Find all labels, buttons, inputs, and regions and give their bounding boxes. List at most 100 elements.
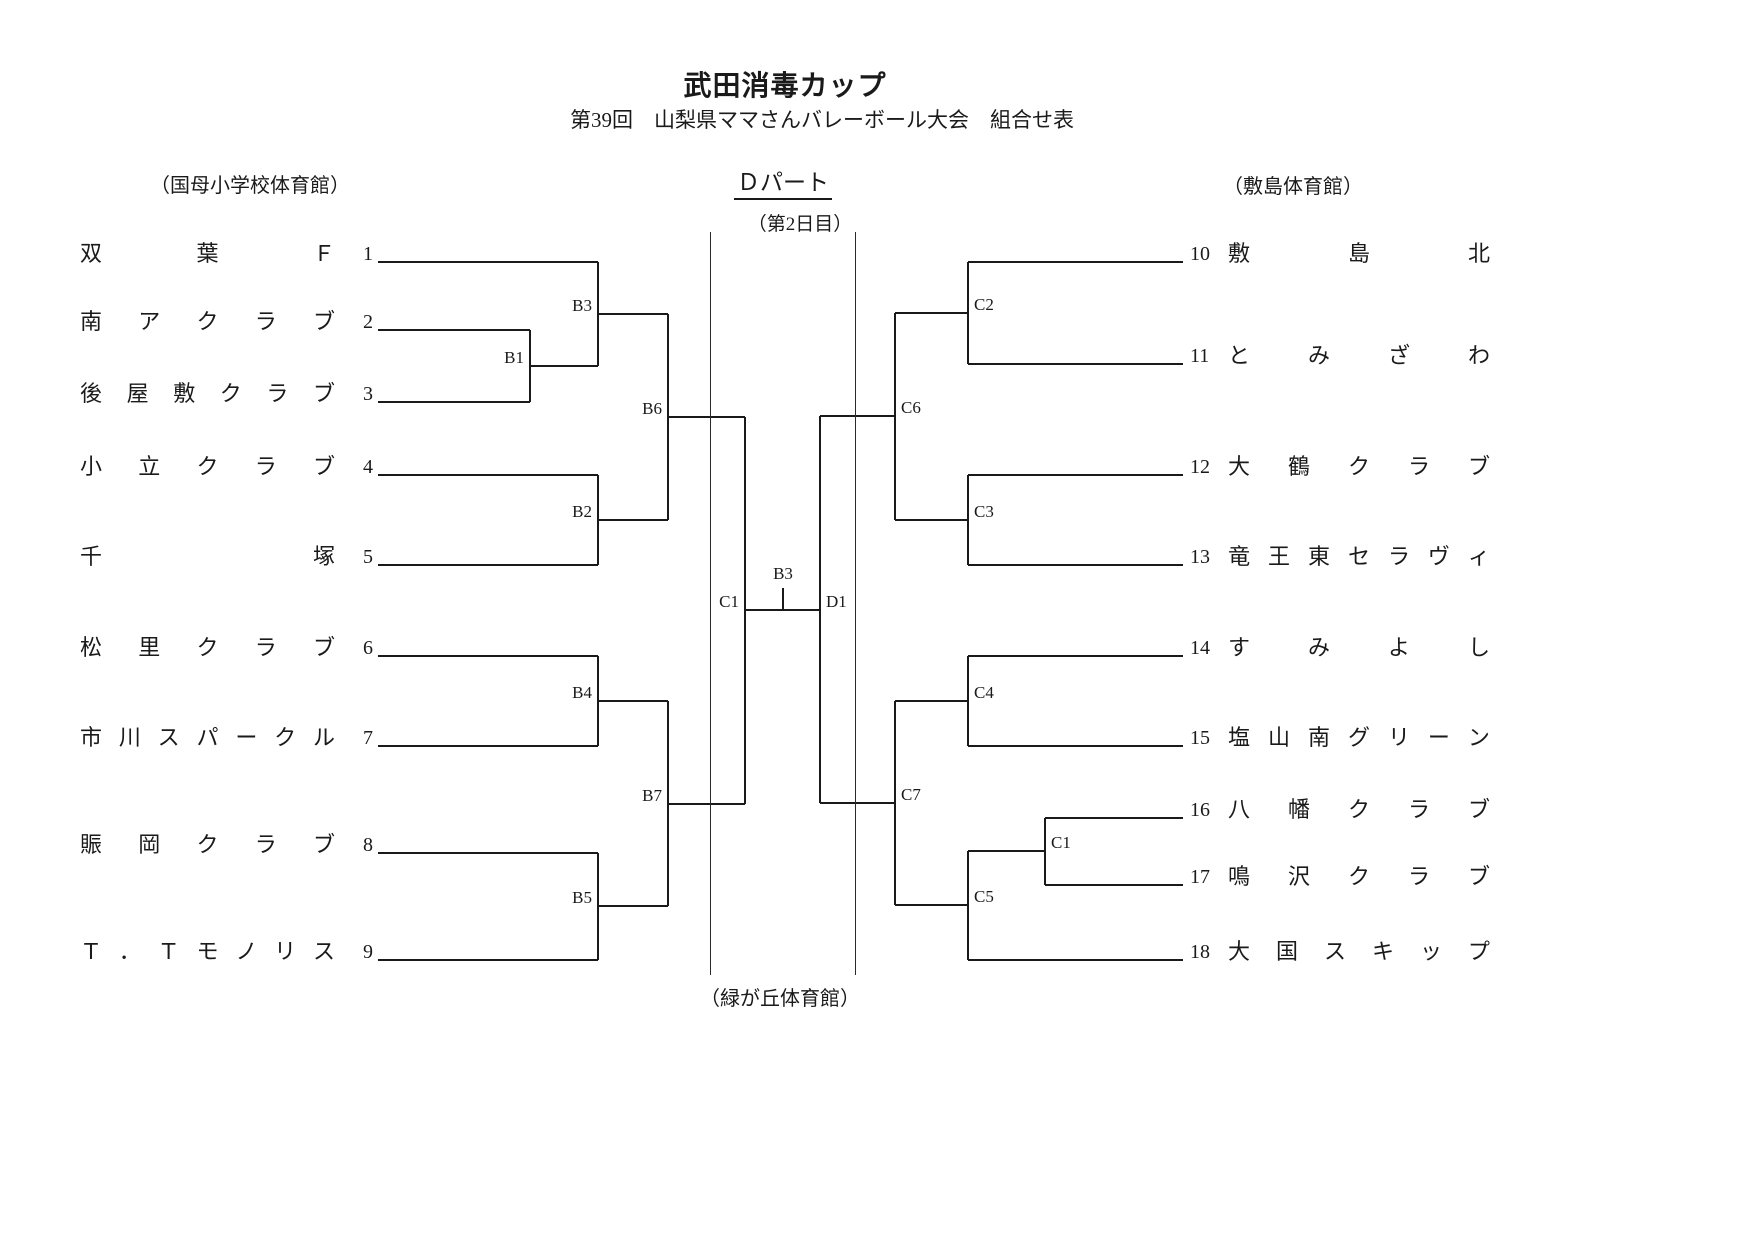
- bracket-line: [710, 232, 711, 975]
- match-code-b3: B3: [572, 296, 592, 315]
- bracket-line: [668, 416, 745, 418]
- team-name-char: ラ: [266, 381, 289, 406]
- match-code-b1: B1: [504, 348, 524, 367]
- team-name-char: モ: [196, 939, 219, 964]
- team-name-char: Ｔ: [157, 939, 180, 964]
- team-name-char: 塩: [1228, 725, 1251, 750]
- team-name-char: ク: [196, 309, 219, 334]
- team-name-char: 島: [1347, 241, 1370, 266]
- team-name-char: ブ: [312, 381, 335, 406]
- team-seed: 3: [363, 383, 373, 405]
- team-name-char: 北: [1467, 241, 1490, 266]
- team-seed: 17: [1190, 866, 1210, 888]
- bracket-line: [530, 365, 598, 367]
- bracket-line: [819, 416, 821, 803]
- team-name: とみざわ: [1228, 342, 1490, 370]
- bracket-line: [745, 609, 820, 611]
- bracket-line: [598, 313, 668, 315]
- team-seed: 11: [1190, 345, 1210, 367]
- bracket-line: [895, 519, 968, 521]
- team-name-char: 葉: [196, 241, 219, 266]
- team-name-char: 川: [118, 725, 141, 750]
- match-code-c5: C5: [974, 887, 994, 906]
- team-name-char: ラ: [254, 454, 277, 479]
- team-name-char: ー: [1427, 725, 1450, 750]
- bracket-line: [855, 232, 856, 975]
- team-name-char: 岡: [138, 832, 161, 857]
- team-name-char: ス: [157, 725, 180, 750]
- team-seed: 2: [363, 311, 373, 333]
- bracket-line: [1045, 884, 1183, 886]
- match-code-b5: B5: [572, 888, 592, 907]
- team-seed: 12: [1190, 456, 1210, 478]
- team-name-char: リ: [274, 939, 297, 964]
- bracket-line: [968, 474, 1183, 476]
- team-name-char: ラ: [254, 832, 277, 857]
- team-name-char: よ: [1387, 635, 1410, 660]
- team-name-char: ラ: [1407, 797, 1430, 822]
- bracket-line: [378, 329, 530, 331]
- team-name-char: ク: [1347, 864, 1370, 889]
- bracket-line: [668, 803, 745, 805]
- bracket-line: [378, 655, 598, 657]
- bracket-line: [895, 700, 968, 702]
- team-name-char: 敷: [1228, 241, 1251, 266]
- team-name-char: ラ: [1407, 864, 1430, 889]
- team-name-char: ラ: [254, 309, 277, 334]
- team-name: 鳴沢クラブ: [1228, 863, 1490, 891]
- day-label: （第2日目）: [747, 214, 853, 235]
- team-name: 小立クラブ: [80, 453, 335, 481]
- team-name-char: 市: [80, 725, 103, 750]
- team-name-char: 沢: [1287, 864, 1310, 889]
- page-title: 武田消毒カップ: [683, 71, 887, 102]
- team-name: 塩山南グリーン: [1228, 724, 1490, 752]
- team-name-char: 国: [1275, 939, 1298, 964]
- team-name: 市川スパークル: [80, 724, 335, 752]
- team-name: 八幡クラブ: [1228, 796, 1490, 824]
- bracket-line: [598, 519, 668, 521]
- team-seed: 6: [363, 637, 373, 659]
- bracket-line: [895, 904, 968, 906]
- team-name-char: ッ: [1419, 939, 1442, 964]
- team-seed: 7: [363, 727, 373, 749]
- team-name-char: 里: [138, 635, 161, 660]
- bracket-line: [378, 852, 598, 854]
- team-name-char: 幡: [1287, 797, 1310, 822]
- team-name-char: ク: [274, 725, 297, 750]
- bracket-line: [378, 261, 598, 263]
- team-name-char: 塚: [312, 544, 335, 569]
- match-code-b7: B7: [642, 786, 662, 805]
- team-name-char: 山: [1267, 725, 1290, 750]
- bracket-line: [378, 401, 530, 403]
- team-name-char: 小: [80, 454, 103, 479]
- team-name-char: 竜: [1228, 544, 1251, 569]
- team-name: 千塚: [80, 543, 335, 571]
- bracket-line: [968, 959, 1183, 961]
- part-label: Ｄパート: [734, 163, 832, 200]
- match-code-b2: B2: [572, 502, 592, 521]
- team-name-char: 八: [1228, 797, 1251, 822]
- bracket-line: [895, 312, 968, 314]
- team-name-char: ざ: [1387, 343, 1410, 368]
- team-name-char: と: [1228, 343, 1251, 368]
- bracket-line: [968, 363, 1183, 365]
- team-name-char: す: [1228, 635, 1251, 660]
- match-code-c4: C4: [974, 683, 994, 702]
- venue-left-label: （国母小学校体育館）: [150, 175, 350, 197]
- team-name-char: 東: [1307, 544, 1330, 569]
- bracket-line: [598, 700, 668, 702]
- team-name-char: Ｔ: [80, 939, 103, 964]
- match-code-c7: C7: [901, 785, 921, 804]
- team-name-char: ラ: [254, 635, 277, 660]
- team-name-char: プ: [1467, 939, 1490, 964]
- team-name-char: ブ: [312, 309, 335, 334]
- match-code-b6: B6: [642, 399, 662, 418]
- team-name-char: ク: [196, 635, 219, 660]
- team-name-char: Ｆ: [312, 241, 335, 266]
- team-seed: 10: [1190, 243, 1210, 265]
- bracket-line: [598, 905, 668, 907]
- team-name-char: ．: [118, 939, 141, 964]
- team-name-char: 後: [80, 381, 103, 406]
